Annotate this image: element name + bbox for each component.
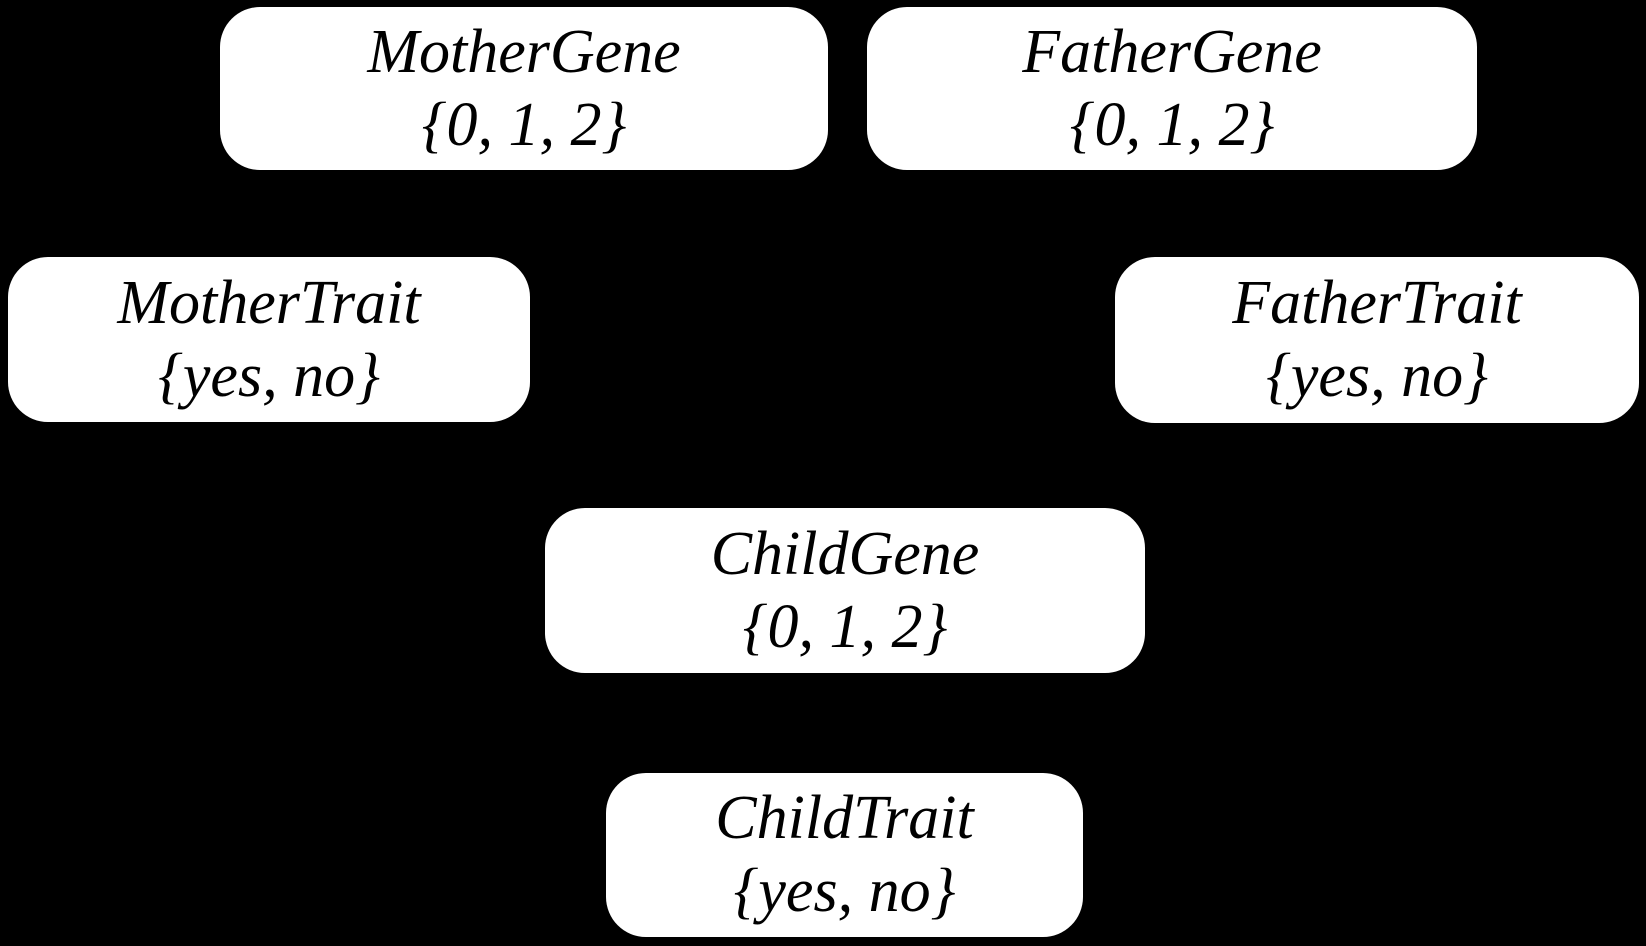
node-father-trait: FatherTrait {yes, no} [1115,257,1639,423]
node-values: {yes, no} [158,341,380,410]
node-label: MotherTrait [117,268,421,337]
node-label: MotherGene [367,17,681,86]
node-values: {0, 1, 2} [1069,90,1275,159]
node-mother-trait: MotherTrait {yes, no} [8,257,530,422]
node-mother-gene: MotherGene {0, 1, 2} [220,7,828,170]
node-values: {0, 1, 2} [742,592,948,661]
node-label: ChildGene [710,519,980,588]
node-child-trait: ChildTrait {yes, no} [606,773,1083,937]
node-values: {yes, no} [1266,342,1488,410]
node-label: FatherGene [1022,17,1322,86]
node-label: ChildTrait [715,784,974,853]
node-values: {yes, no} [733,857,956,925]
node-values: {0, 1, 2} [421,90,627,159]
node-father-gene: FatherGene {0, 1, 2} [867,7,1477,170]
node-label: FatherTrait [1232,269,1522,338]
node-child-gene: ChildGene {0, 1, 2} [545,508,1145,673]
